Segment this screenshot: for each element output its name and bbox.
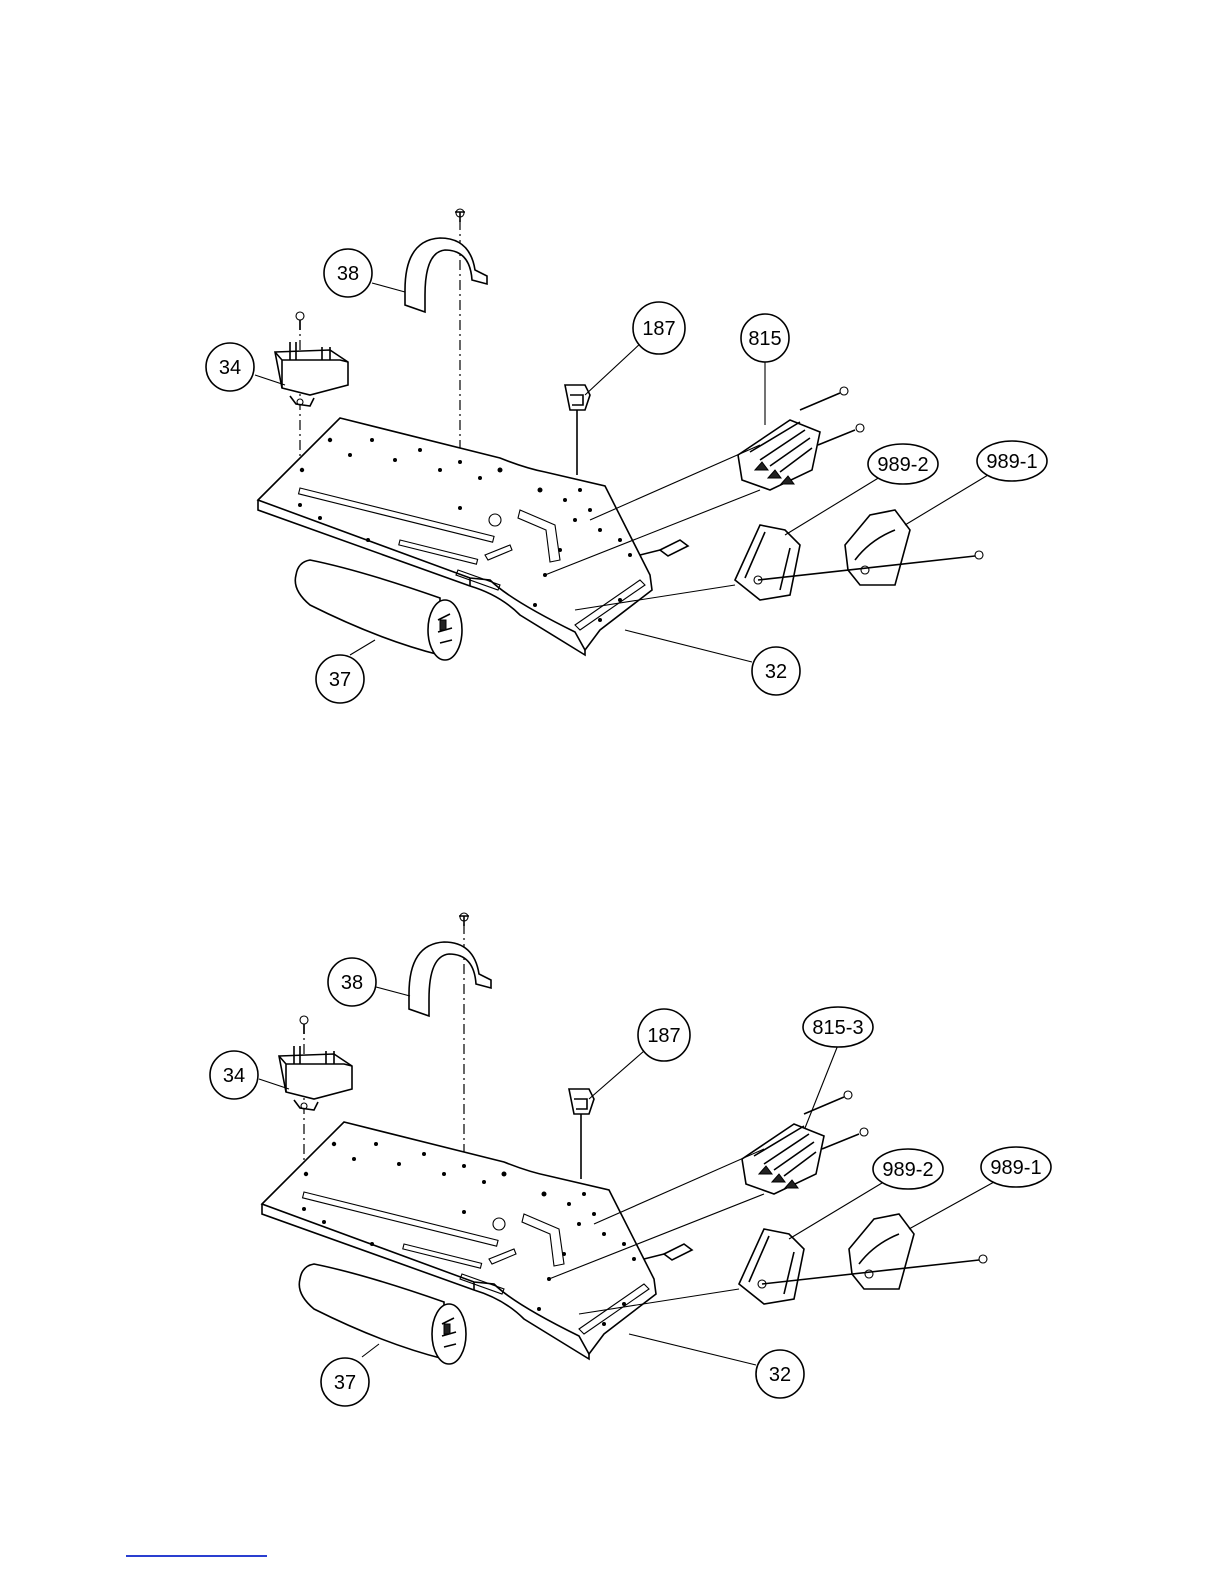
callout-label: 989-1	[986, 451, 1037, 473]
callout-label: 32	[769, 1364, 791, 1386]
diagram-top: 38 34 187 815 989-2 989-1 37 32	[206, 209, 1047, 703]
callout-label: 187	[642, 318, 675, 340]
callout-187: 187	[638, 1009, 690, 1061]
callout-label: 815	[748, 328, 781, 350]
callout-989-1: 989-1	[977, 441, 1047, 481]
callout-label: 38	[341, 972, 363, 994]
footer-rule	[126, 1555, 267, 1557]
callout-label: 34	[219, 357, 241, 379]
callout-label: 989-1	[990, 1157, 1041, 1179]
diagram-bottom: 38 34 187 815-3 989-2 989-1 37 32	[210, 913, 1051, 1406]
callout-815-3: 815-3	[803, 1007, 873, 1047]
callout-label: 38	[337, 263, 359, 285]
callout-989-1: 989-1	[981, 1147, 1051, 1187]
callout-label: 34	[223, 1065, 245, 1087]
callout-label: 187	[647, 1025, 680, 1047]
callout-label: 989-2	[877, 454, 928, 476]
callout-label: 815-3	[812, 1017, 863, 1039]
callout-32: 32	[752, 647, 800, 695]
callout-34: 34	[206, 343, 254, 391]
callout-label: 37	[329, 669, 351, 691]
callout-187: 187	[633, 302, 685, 354]
callout-37: 37	[321, 1358, 369, 1406]
callout-989-2: 989-2	[873, 1149, 943, 1189]
callout-815: 815	[741, 314, 789, 362]
callout-38: 38	[328, 958, 376, 1006]
callout-38: 38	[324, 249, 372, 297]
callout-label: 32	[765, 661, 787, 683]
callout-label: 37	[334, 1372, 356, 1394]
callout-37: 37	[316, 655, 364, 703]
callout-34: 34	[210, 1051, 258, 1099]
callout-label: 989-2	[882, 1159, 933, 1181]
callout-989-2: 989-2	[868, 444, 938, 484]
callout-32: 32	[756, 1350, 804, 1398]
